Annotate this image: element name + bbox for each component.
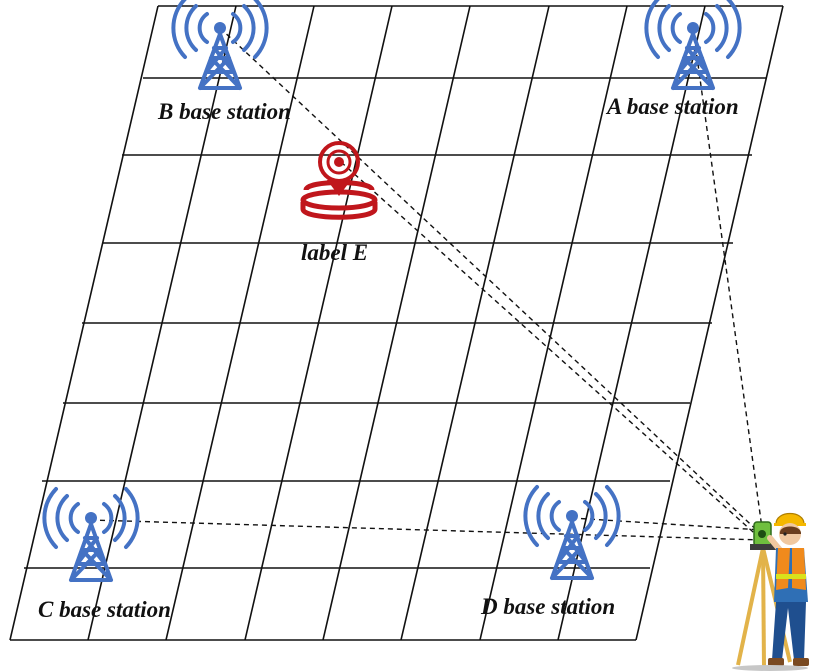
grid-col-line <box>165 5 315 641</box>
signal-line-d <box>571 517 763 531</box>
label-c-base-station: C base station <box>38 597 171 622</box>
signal-line-a <box>692 27 763 529</box>
grid-col-line <box>87 5 237 641</box>
antenna-tower-icon <box>42 487 140 582</box>
grid-col-line <box>400 5 550 641</box>
antenna-tower-icon <box>171 0 269 90</box>
grid-col-line <box>322 5 471 641</box>
signal-line-e <box>340 161 763 541</box>
antenna-tower-icon <box>523 485 621 580</box>
grid <box>9 5 784 641</box>
label-a-base-station: A base station <box>605 94 739 119</box>
label-b-base-station: B base station <box>157 99 291 124</box>
grid-col-line <box>244 5 393 641</box>
surveyor-icon <box>732 512 809 671</box>
grid-col-line <box>557 5 706 641</box>
signal-line-b <box>219 27 763 536</box>
antenna-tower-icon <box>644 0 742 90</box>
location-pin-icon <box>300 141 378 220</box>
label-d-base-station: D base station <box>480 594 615 619</box>
grid-col-line <box>479 5 628 641</box>
signal-line-c <box>90 519 763 541</box>
label-e: label E <box>301 240 368 265</box>
